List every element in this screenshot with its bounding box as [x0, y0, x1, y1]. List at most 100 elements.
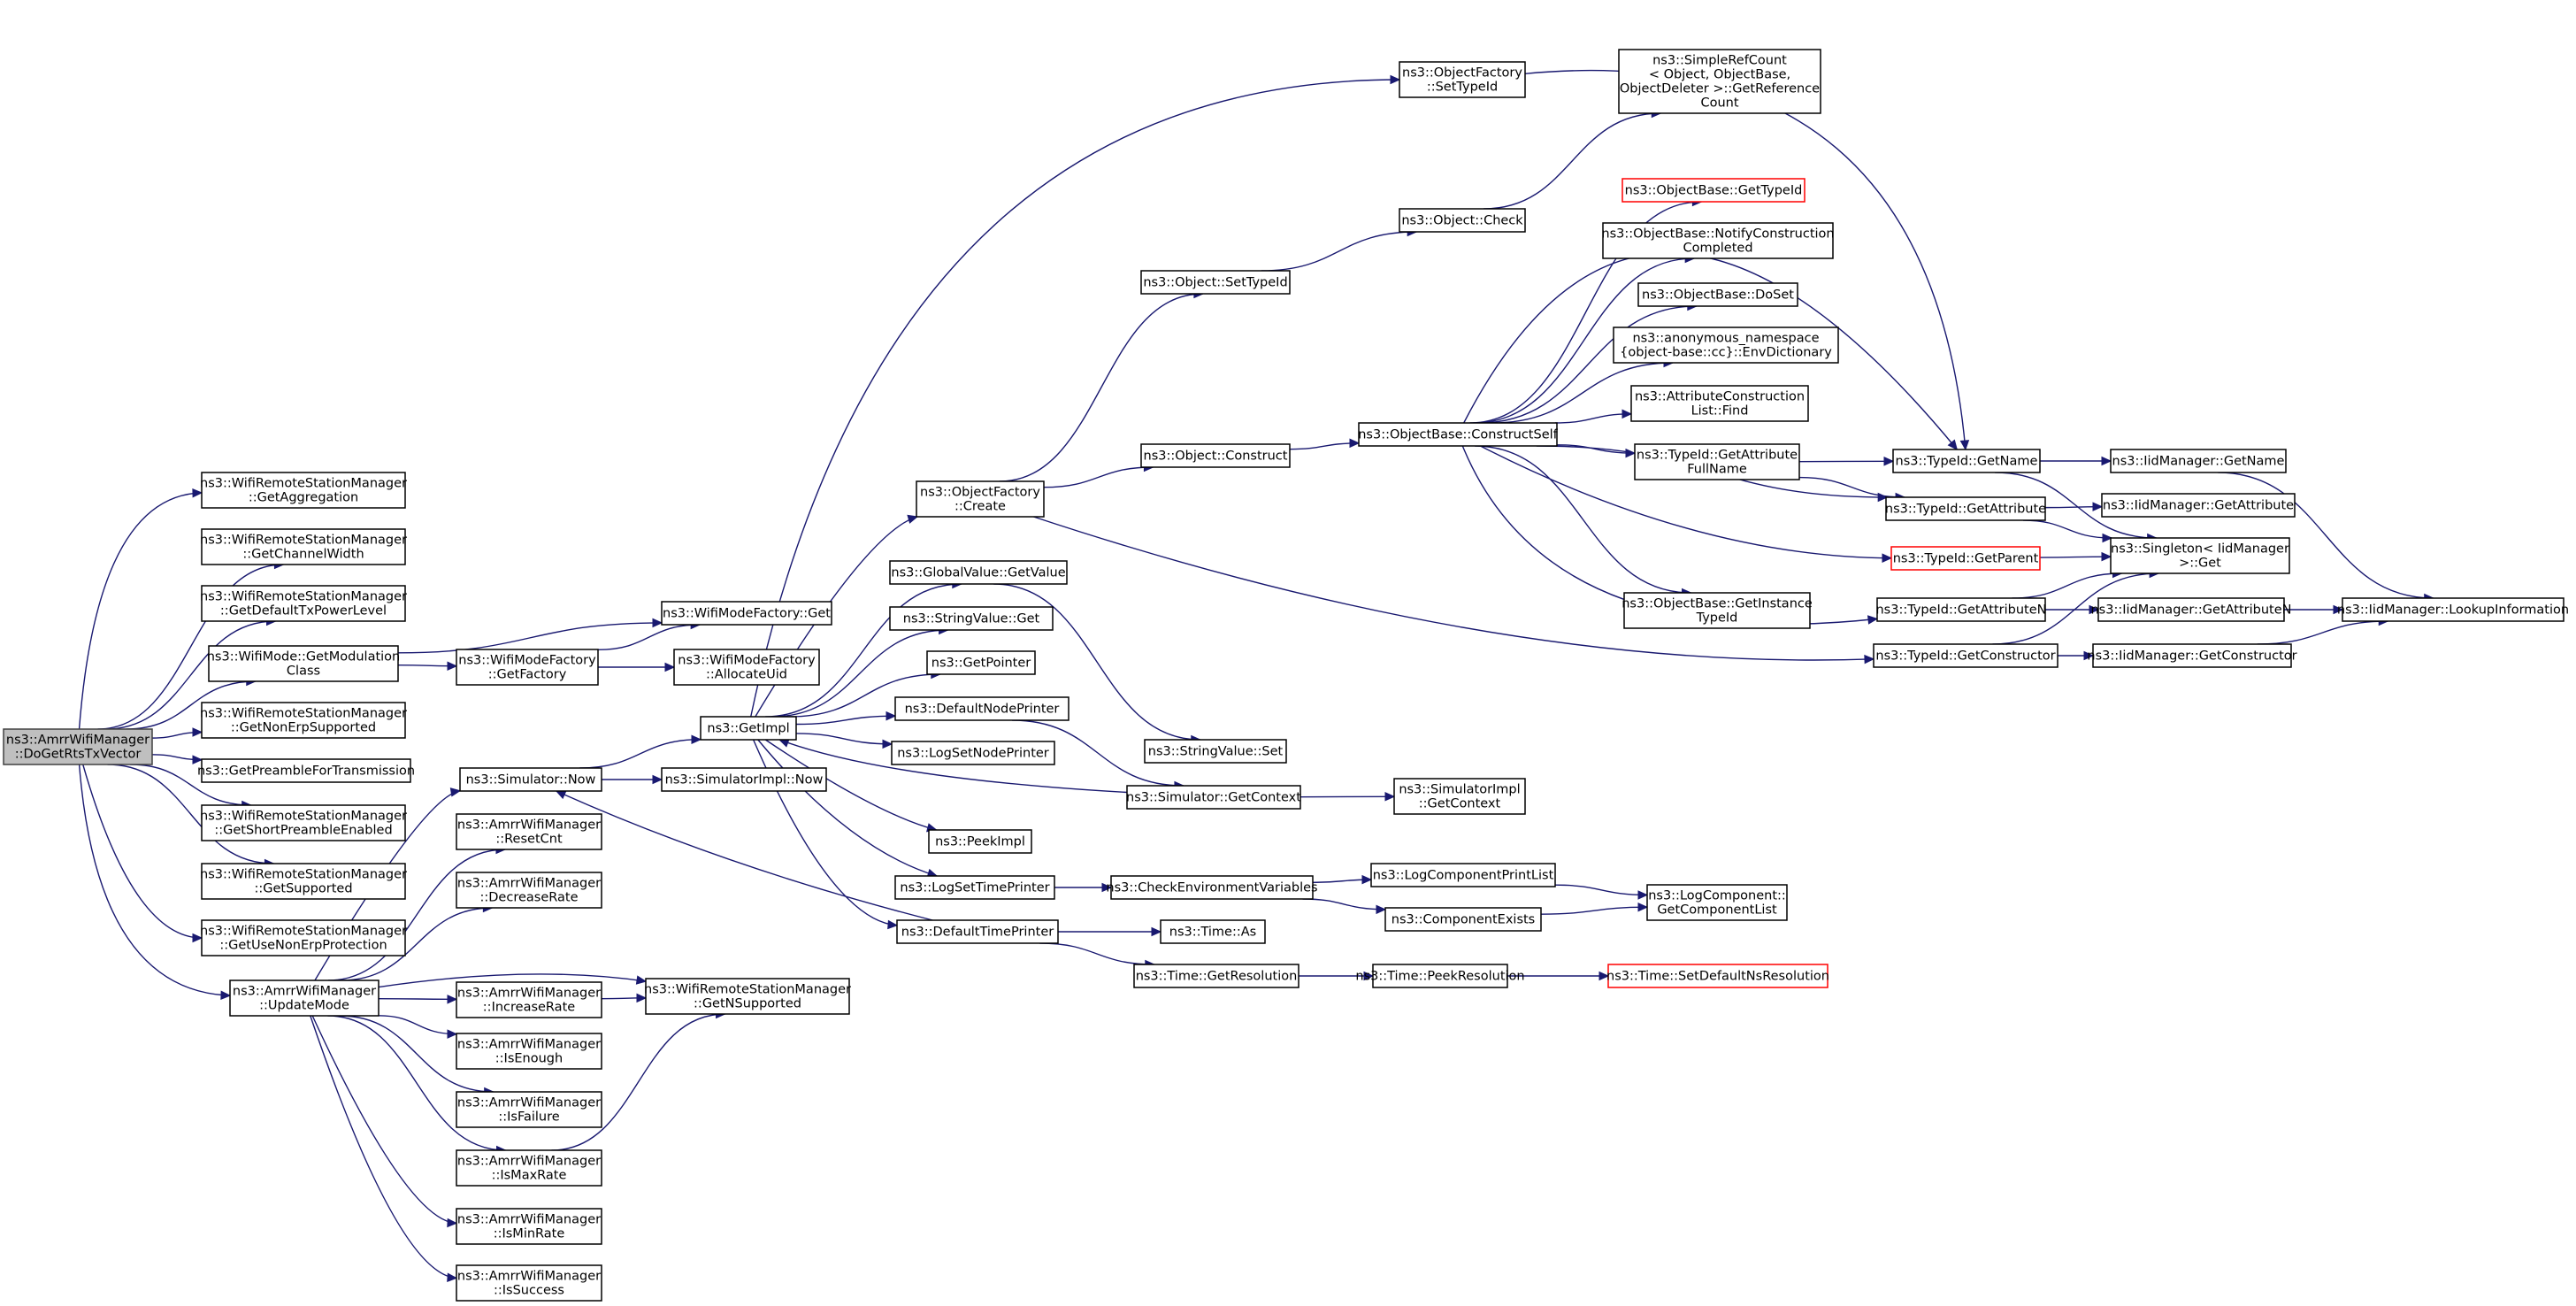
- node-root[interactable]: ns3::AmrrWifiManager::DoGetRtsTxVector: [3, 728, 153, 765]
- node-box[interactable]: [916, 480, 1045, 518]
- node-gvget[interactable]: ns3::GlobalValue::GetValue: [889, 560, 1068, 585]
- node-box[interactable]: [456, 1208, 602, 1245]
- node-box[interactable]: [456, 813, 602, 850]
- node-iidgattr[interactable]: ns3::IidManager::GetAttribute: [2101, 493, 2296, 518]
- node-box[interactable]: [1358, 422, 1558, 447]
- node-box[interactable]: [894, 875, 1055, 900]
- node-tidgparent[interactable]: ns3::TypeId::GetParent: [1890, 546, 2041, 571]
- node-issucc[interactable]: ns3::AmrrWifiManager::IsSuccess: [456, 1264, 602, 1302]
- node-nerp[interactable]: ns3::WifiRemoteStationManager::GetNonErp…: [200, 702, 407, 739]
- node-box[interactable]: [201, 758, 411, 783]
- node-obconstructself[interactable]: ns3::ObjectBase::ConstructSelf: [1358, 422, 1559, 447]
- node-box[interactable]: [1370, 863, 1556, 887]
- node-box[interactable]: [456, 1091, 602, 1128]
- node-box[interactable]: [201, 804, 406, 841]
- node-simgctx[interactable]: ns3::Simulator::GetContext: [1126, 785, 1301, 810]
- node-box[interactable]: [1646, 884, 1788, 921]
- node-obgtid[interactable]: ns3::ObjectBase::GetTypeId: [1622, 178, 1806, 203]
- node-lstp[interactable]: ns3::LogSetTimePrinter: [894, 875, 1055, 900]
- node-box[interactable]: [456, 649, 599, 686]
- node-objsettid[interactable]: ns3::Object::SetTypeId: [1140, 270, 1291, 295]
- node-singleton[interactable]: ns3::Singleton< IidManager>::Get: [2110, 537, 2290, 574]
- node-gnsup[interactable]: ns3::WifiRemoteStationManager::GetNSuppo…: [644, 978, 851, 1015]
- node-box[interactable]: [456, 872, 602, 909]
- node-box[interactable]: [891, 741, 1055, 765]
- node-timesdns[interactable]: ns3::Time::SetDefaultNsResolution: [1606, 964, 1829, 988]
- node-box[interactable]: [208, 645, 399, 682]
- node-box[interactable]: [1892, 449, 2041, 473]
- node-box[interactable]: [673, 649, 820, 686]
- node-drate[interactable]: ns3::AmrrWifiManager::DecreaseRate: [456, 872, 602, 909]
- node-box[interactable]: [1634, 443, 1800, 480]
- node-box[interactable]: [1133, 964, 1300, 988]
- node-ppt[interactable]: ns3::GetPreambleForTransmission: [197, 758, 415, 783]
- node-tidgattr[interactable]: ns3::TypeId::GetAttribute: [1885, 496, 2046, 521]
- node-box[interactable]: [2342, 597, 2564, 622]
- node-box[interactable]: [456, 1264, 602, 1302]
- node-box[interactable]: [894, 696, 1070, 721]
- node-box[interactable]: [229, 980, 380, 1017]
- node-dtp[interactable]: ns3::DefaultTimePrinter: [896, 919, 1059, 944]
- node-unep[interactable]: ns3::WifiRemoteStationManager::GetUseNon…: [200, 919, 407, 956]
- node-box[interactable]: [1110, 875, 1314, 900]
- node-peekimpl[interactable]: ns3::PeekImpl: [928, 829, 1032, 854]
- node-box[interactable]: [926, 650, 1036, 675]
- node-box[interactable]: [1623, 592, 1811, 629]
- node-chw[interactable]: ns3::WifiRemoteStationManager::GetChanne…: [200, 528, 407, 565]
- node-ismin[interactable]: ns3::AmrrWifiManager::IsMinRate: [456, 1208, 602, 1245]
- node-box[interactable]: [661, 767, 827, 792]
- node-svget[interactable]: ns3::StringValue::Get: [889, 606, 1054, 631]
- node-box[interactable]: [2110, 537, 2290, 574]
- node-obdoset[interactable]: ns3::ObjectBase::DoSet: [1637, 282, 1798, 307]
- node-box[interactable]: [3, 728, 153, 765]
- node-box[interactable]: [1637, 282, 1798, 307]
- node-spe[interactable]: ns3::WifiRemoteStationManager::GetShortP…: [200, 804, 407, 841]
- node-box[interactable]: [1622, 178, 1806, 203]
- node-cexists[interactable]: ns3::ComponentExists: [1384, 907, 1542, 932]
- node-box[interactable]: [1399, 208, 1526, 233]
- node-tidgctor[interactable]: ns3::TypeId::GetConstructor: [1873, 643, 2058, 668]
- node-box[interactable]: [1140, 443, 1291, 468]
- node-box[interactable]: [1372, 964, 1508, 988]
- node-box[interactable]: [201, 472, 406, 509]
- node-gptr[interactable]: ns3::GetPointer: [926, 650, 1036, 675]
- node-rcnt[interactable]: ns3::AmrrWifiManager::ResetCnt: [456, 813, 602, 850]
- node-box[interactable]: [889, 560, 1068, 585]
- node-wmfgf[interactable]: ns3::WifiModeFactory::GetFactory: [456, 649, 599, 686]
- node-box[interactable]: [700, 716, 797, 741]
- node-siminow[interactable]: ns3::SimulatorImpl::Now: [661, 767, 827, 792]
- node-box[interactable]: [2092, 643, 2292, 668]
- node-box[interactable]: [459, 767, 602, 792]
- node-iidgetname[interactable]: ns3::IidManager::GetName: [2110, 449, 2287, 473]
- node-box[interactable]: [2110, 449, 2287, 473]
- node-wmfget[interactable]: ns3::WifiModeFactory::Get: [661, 601, 832, 626]
- node-simigctx[interactable]: ns3::SimulatorImpl::GetContext: [1393, 778, 1526, 815]
- node-timeas[interactable]: ns3::Time::As: [1160, 919, 1266, 944]
- node-irate[interactable]: ns3::AmrrWifiManager::IncreaseRate: [456, 981, 602, 1018]
- node-anonenv[interactable]: ns3::anonymous_namespace{object-base::cc…: [1613, 326, 1839, 364]
- node-box[interactable]: [1613, 326, 1839, 364]
- node-wmfau[interactable]: ns3::WifiModeFactory::AllocateUid: [673, 649, 820, 686]
- node-box[interactable]: [201, 702, 406, 739]
- node-timepres[interactable]: ns3::Time::PeekResolution: [1355, 964, 1525, 988]
- node-box[interactable]: [1876, 597, 2046, 622]
- node-box[interactable]: [201, 863, 406, 900]
- node-box[interactable]: [1384, 907, 1542, 932]
- node-cev[interactable]: ns3::CheckEnvironmentVariables: [1106, 875, 1318, 900]
- node-box[interactable]: [1399, 61, 1526, 98]
- node-box[interactable]: [1144, 739, 1287, 764]
- node-objconstruct[interactable]: ns3::Object::Construct: [1140, 443, 1291, 468]
- node-box[interactable]: [2101, 493, 2296, 518]
- node-box[interactable]: [201, 528, 406, 565]
- node-box[interactable]: [661, 601, 832, 626]
- node-box[interactable]: [928, 829, 1032, 854]
- node-box[interactable]: [1618, 49, 1821, 114]
- node-ofsettid[interactable]: ns3::ObjectFactory::SetTypeId: [1399, 61, 1526, 98]
- node-tidgattrn[interactable]: ns3::TypeId::GetAttributeN: [1875, 597, 2047, 622]
- node-gsup[interactable]: ns3::WifiRemoteStationManager::GetSuppor…: [200, 863, 407, 900]
- node-box[interactable]: [201, 919, 406, 956]
